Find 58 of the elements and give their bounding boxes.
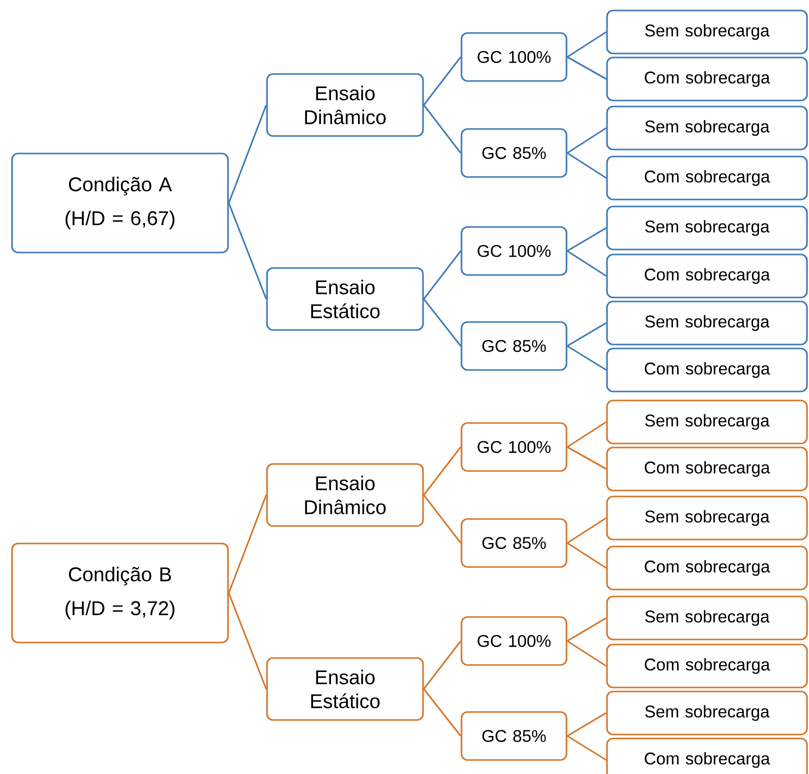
connector-line <box>566 542 607 569</box>
compaction-box: GC 100% <box>460 616 568 666</box>
connector-line <box>566 617 607 642</box>
compaction-box: GC 85% <box>460 321 568 371</box>
connector-line <box>423 494 462 544</box>
connector-line <box>566 322 607 347</box>
load-box: Sem sobrecarga <box>606 106 808 150</box>
compaction-box: GC 100% <box>460 422 568 472</box>
connector-line <box>566 446 607 470</box>
connector-line <box>423 688 462 736</box>
connector-line <box>423 298 462 346</box>
connector-line <box>423 104 462 154</box>
connector-line <box>566 640 607 667</box>
load-box: Sem sobrecarga <box>606 596 808 640</box>
connector-line <box>423 446 462 496</box>
condition-box: Condição B (H/D = 3,72) <box>11 542 229 644</box>
load-box: Sem sobrecarga <box>606 690 808 736</box>
connector-line <box>228 104 267 204</box>
connector-line <box>566 227 607 252</box>
connector-line <box>566 152 607 179</box>
connector-line <box>228 202 267 300</box>
load-box: Sem sobrecarga <box>606 400 808 444</box>
load-box: Sem sobrecarga <box>606 10 808 54</box>
connector-line <box>566 345 607 371</box>
compaction-box: GC 85% <box>460 128 568 178</box>
connector-line <box>566 735 607 761</box>
connector-line <box>566 127 607 154</box>
test-box: Ensaio Dinâmico <box>266 73 424 137</box>
connector-line <box>566 712 607 737</box>
load-box: Sem sobrecarga <box>606 300 808 346</box>
load-box: Sem sobrecarga <box>606 496 808 540</box>
test-box: Ensaio Estático <box>266 657 424 721</box>
test-box: Ensaio Dinâmico <box>266 463 424 527</box>
load-box: Com sobrecarga <box>606 446 808 492</box>
compaction-box: GC 100% <box>460 226 568 276</box>
load-box: Com sobrecarga <box>606 56 808 102</box>
connector-line <box>228 592 267 690</box>
connector-line <box>566 250 607 277</box>
connector-line <box>228 494 267 594</box>
condition-box: Condição A (H/D = 6,67) <box>11 152 229 254</box>
compaction-box: GC 100% <box>460 32 568 82</box>
connector-line <box>423 640 462 690</box>
load-box: Sem sobrecarga <box>606 206 808 250</box>
connector-line <box>566 517 607 544</box>
load-box: Com sobrecarga <box>606 348 808 392</box>
compaction-box: GC 85% <box>460 711 568 761</box>
test-box: Ensaio Estático <box>266 267 424 331</box>
load-box: Com sobrecarga <box>606 254 808 298</box>
load-box: Com sobrecarga <box>606 738 808 774</box>
connector-line <box>566 56 607 80</box>
connector-line <box>566 31 607 58</box>
compaction-box: GC 85% <box>460 518 568 568</box>
connector-line <box>566 421 607 448</box>
connector-line <box>423 56 462 106</box>
connector-line <box>423 250 462 300</box>
load-box: Com sobrecarga <box>606 546 808 590</box>
load-box: Com sobrecarga <box>606 644 808 688</box>
load-box: Com sobrecarga <box>606 156 808 200</box>
